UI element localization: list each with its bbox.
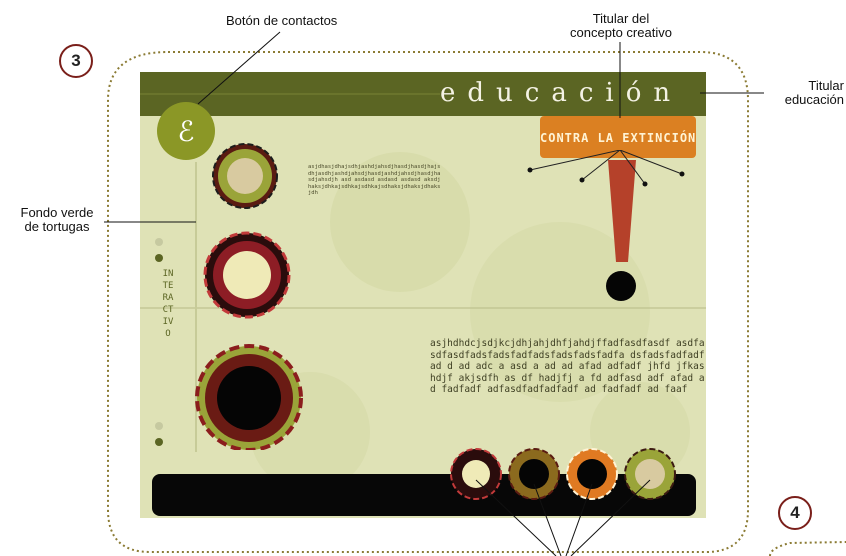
left-rosettes bbox=[195, 143, 303, 450]
section-badge-3: 3 bbox=[59, 44, 93, 78]
turtle-background-pattern bbox=[140, 152, 706, 492]
callout-education-line-2: educación bbox=[784, 92, 844, 107]
callout-concept-line-2: concepto creativo bbox=[570, 25, 672, 40]
menu-rosette-2 bbox=[508, 448, 560, 500]
callout-concept-title: Titular del concepto creativo bbox=[548, 12, 694, 40]
concept-headline: CONTRA LA EXTINCIÓN bbox=[540, 131, 697, 145]
callout-contact-button: Botón de contactos bbox=[226, 13, 338, 28]
logo-glyph: ℰ bbox=[177, 114, 195, 148]
exclamation-dot bbox=[606, 271, 636, 301]
education-title: educación bbox=[440, 78, 683, 108]
menu-rosette-3 bbox=[566, 448, 618, 500]
side-dots bbox=[155, 238, 163, 446]
callout-background: Fondo verde de tortugas bbox=[10, 206, 104, 234]
contact-button[interactable]: ℰ bbox=[157, 102, 215, 160]
exclamation-graphic bbox=[527, 150, 685, 301]
section-badge-4: 4 bbox=[778, 496, 812, 530]
callout-background-line-1: Fondo verde bbox=[20, 205, 94, 220]
callout-concept-line-1: Titular del bbox=[592, 11, 650, 26]
rosette-middle bbox=[203, 231, 291, 319]
bottom-rosettes bbox=[450, 448, 676, 556]
callout-education-line-1: Titular bbox=[808, 78, 844, 93]
side-label: INTERACTIVO bbox=[162, 269, 174, 339]
header-rule bbox=[140, 93, 440, 95]
section-4-frame bbox=[769, 541, 846, 556]
exclamation-bar bbox=[608, 160, 636, 262]
rosette-top bbox=[212, 143, 278, 209]
menu-rosette-1 bbox=[450, 448, 502, 500]
section-3-frame bbox=[107, 51, 749, 553]
small-text-block: asjdhasjdhajsdhjashdjahsdjhasdjhasdjhajs… bbox=[308, 164, 441, 196]
body-text: asjhdhdcjsdjkcjdhjahjdhfjahdjffadfasdfas… bbox=[430, 338, 705, 395]
callout-background-line-2: de tortugas bbox=[24, 219, 90, 234]
menu-rosette-4 bbox=[624, 448, 676, 500]
callout-education-title: Titular educación bbox=[764, 79, 844, 107]
rosette-bottom bbox=[195, 344, 303, 450]
